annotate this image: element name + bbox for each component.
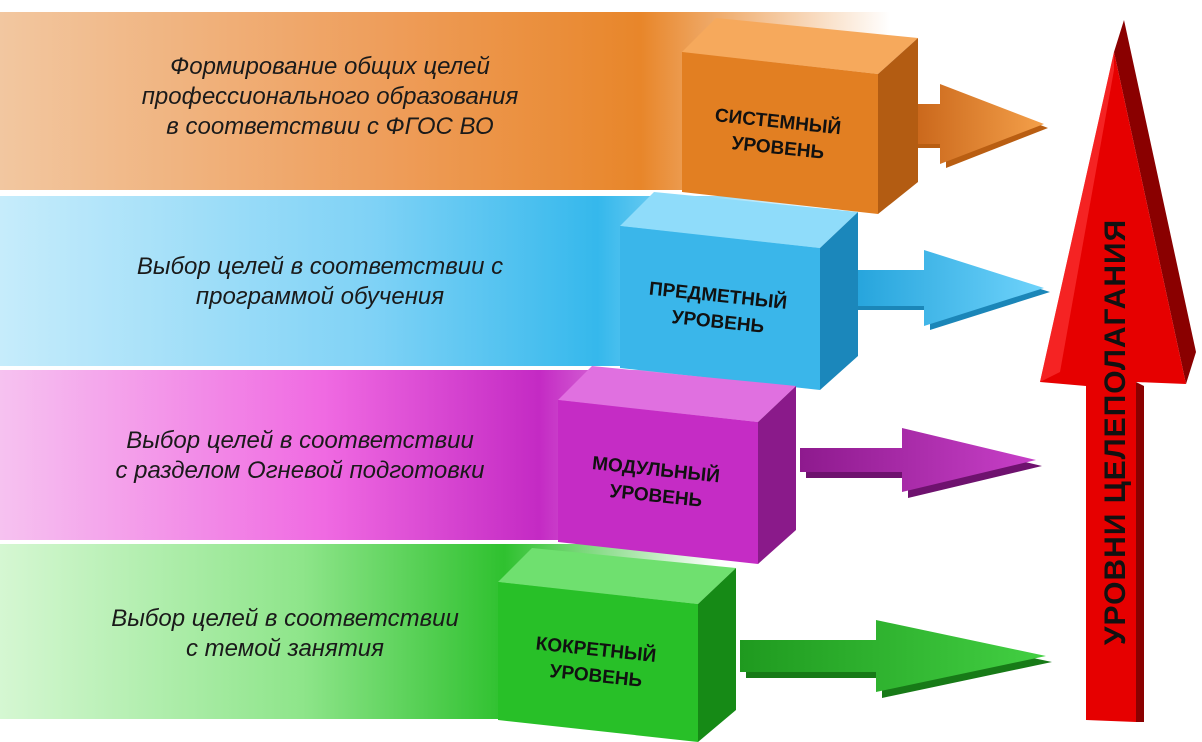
systemic-description: Формирование общих целей профессионально… <box>141 53 519 140</box>
subject-description: Выбор целей в соответствии с программой … <box>136 253 504 310</box>
module-arrow <box>800 428 1042 498</box>
goal-setting-levels-label: УРОВНИ ЦЕЛЕПОЛАГАНИЯ <box>1099 219 1132 645</box>
subject-cube <box>620 192 858 390</box>
concrete-description: Выбор целей в соответствии с темой занят… <box>111 605 459 662</box>
systemic-cube <box>682 18 918 214</box>
subject-arrow <box>830 250 1050 330</box>
concrete-arrow <box>740 620 1052 698</box>
concrete-cube <box>498 548 736 742</box>
module-description: Выбор целей в соответствии с разделом Ог… <box>115 427 485 484</box>
systemic-arrow <box>912 84 1048 168</box>
goal-setting-levels-arrow <box>1040 20 1196 722</box>
module-cube <box>558 366 796 564</box>
